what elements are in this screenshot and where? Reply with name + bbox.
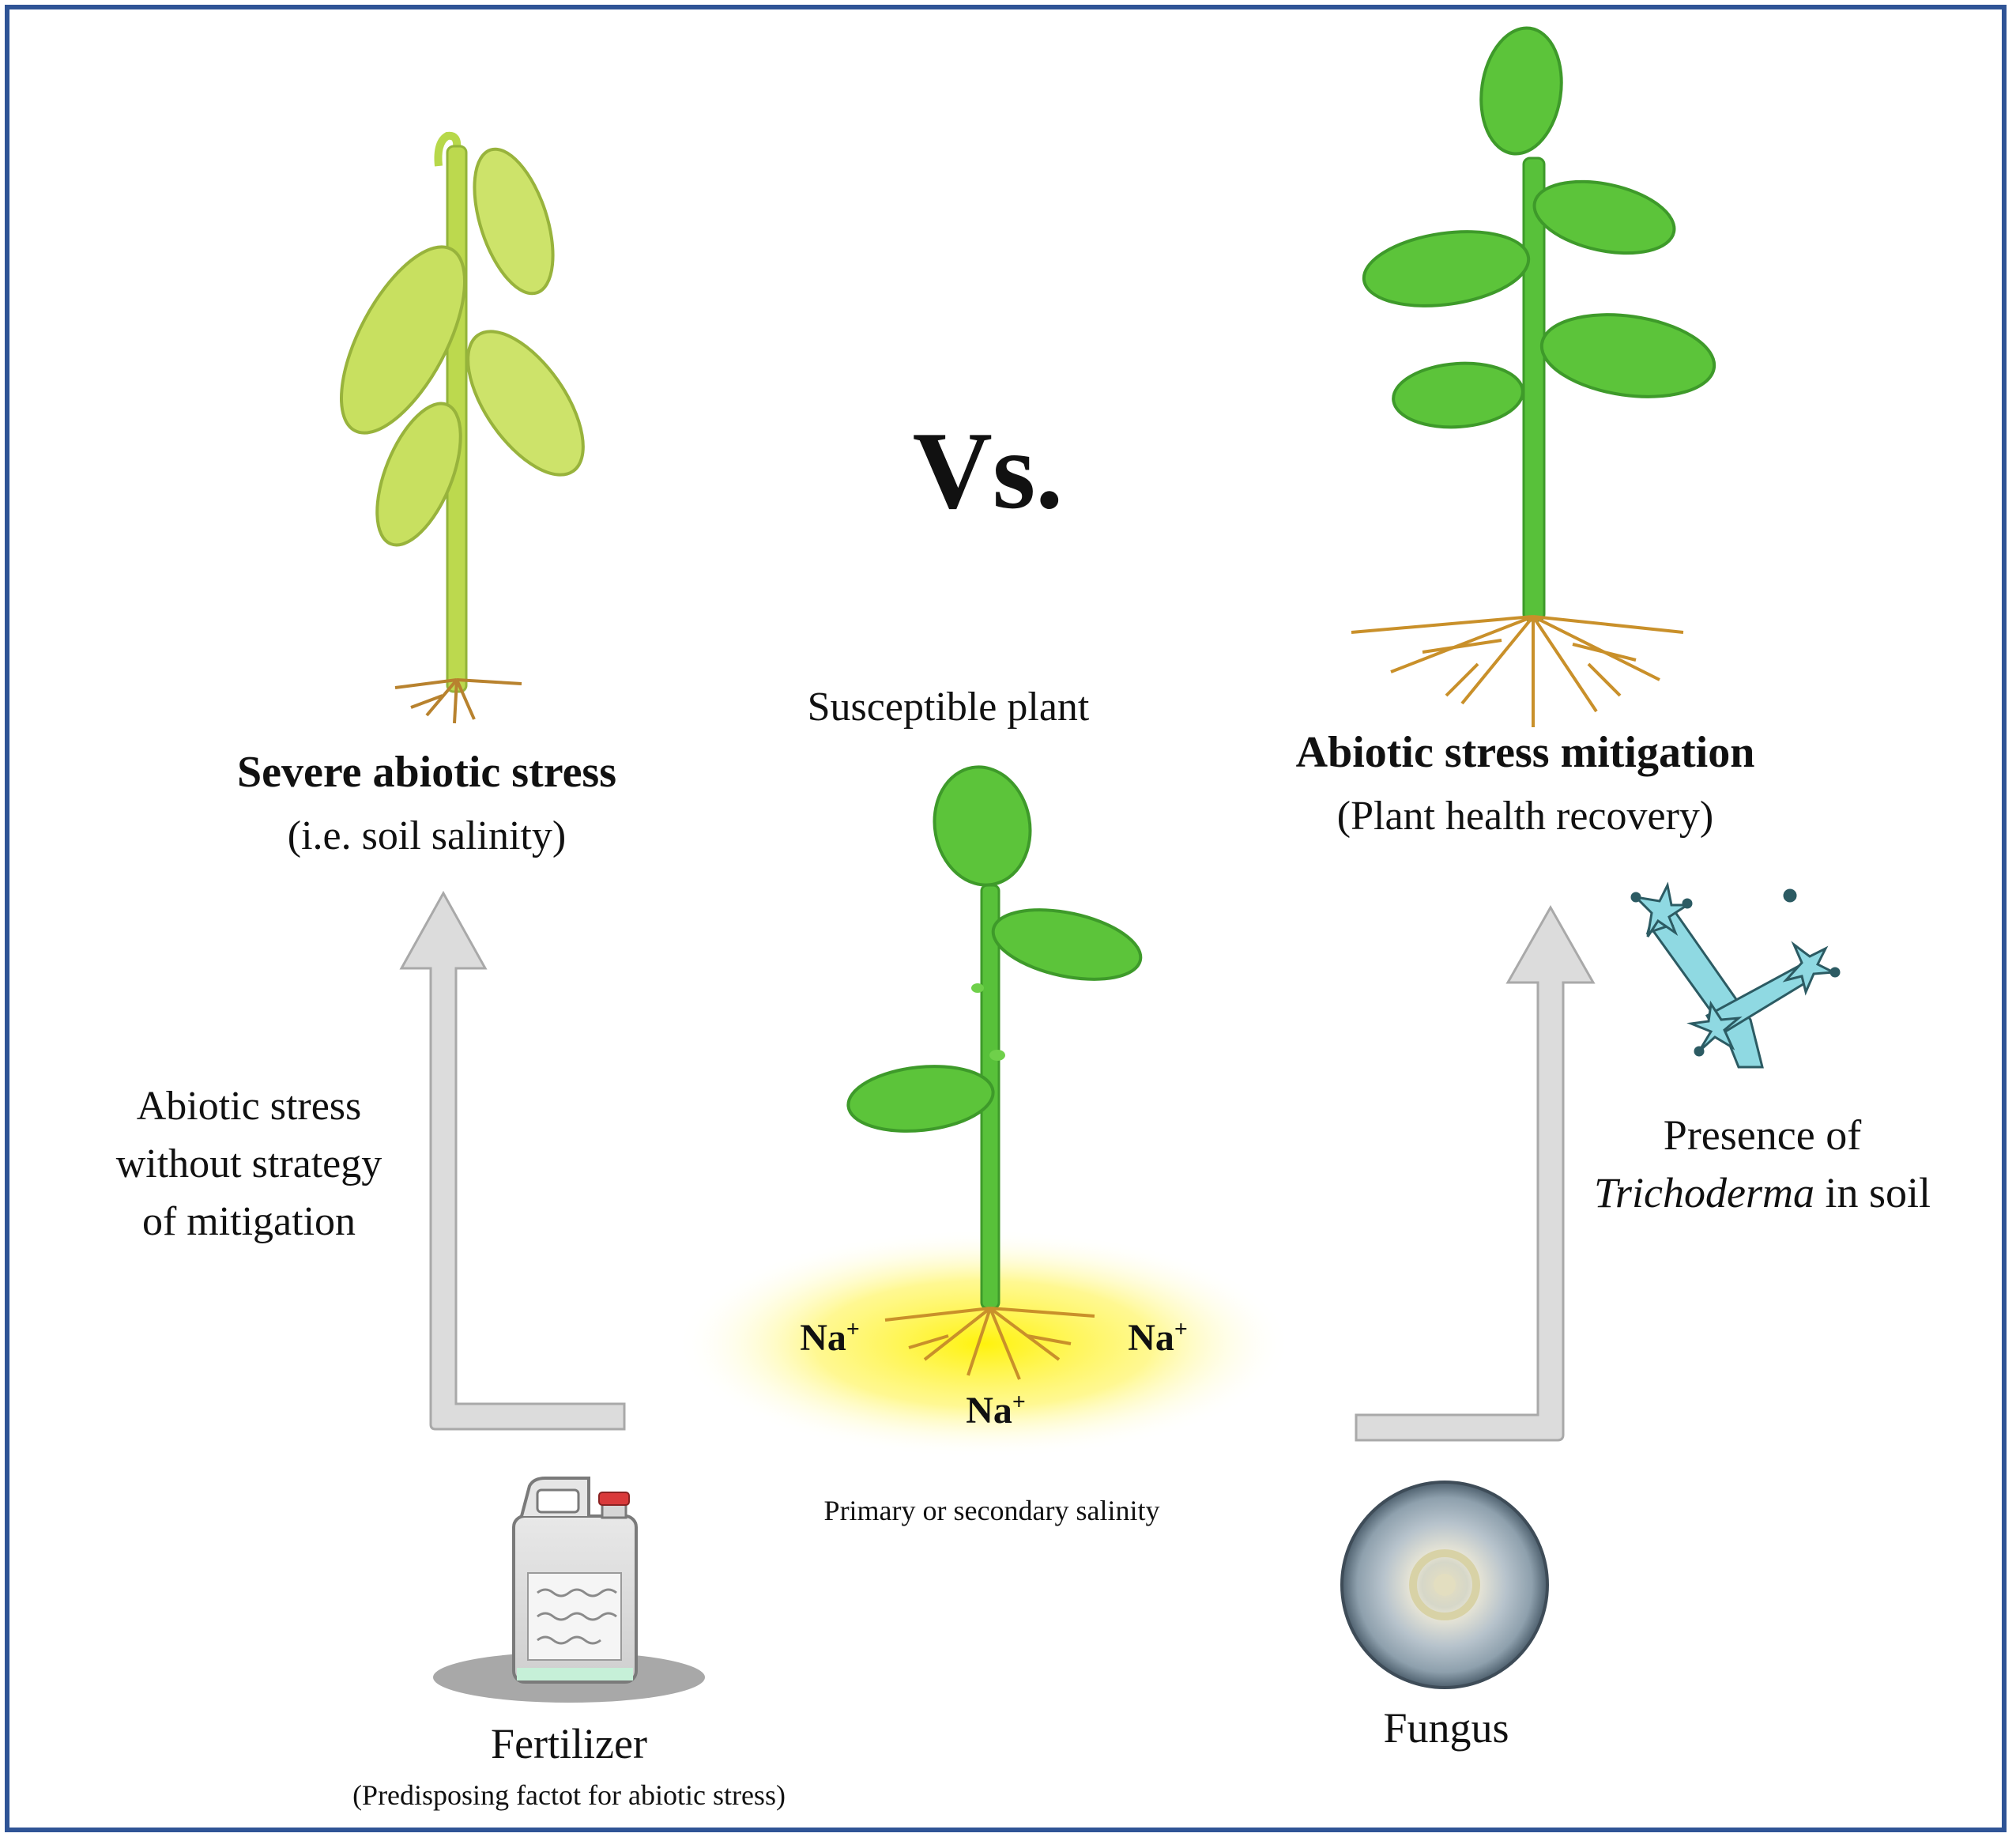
left-path-line-2: without strategy [115, 1141, 382, 1186]
susceptible-plant-icon [846, 765, 1143, 1380]
fungus-label: Fungus [1383, 1704, 1509, 1752]
right-arrow [1355, 904, 1596, 1442]
salinity-label: Primary or secondary salinity [823, 1495, 1160, 1526]
left-outcome-title: Severe abiotic stress [236, 748, 617, 797]
vs-label: Vs. [912, 409, 1064, 532]
sodium-ion-left: Na+ [800, 1316, 860, 1359]
left-path-line-1: Abiotic stress [136, 1084, 362, 1129]
stressed-plant-icon [340, 131, 585, 724]
right-path-line-1: Presence of [1663, 1111, 1862, 1159]
salinity-glow [676, 1229, 1292, 1458]
right-path-line-2: Trichoderma in soil [1593, 1169, 1931, 1216]
trichoderma-name: Trichoderma [1593, 1169, 1814, 1216]
fertilizer-label: Fertilizer [491, 1720, 647, 1767]
healthy-plant-icon [1351, 26, 1716, 727]
left-arrow [399, 890, 626, 1431]
left-path-line-3: of mitigation [141, 1199, 356, 1244]
trichoderma-icon [1630, 881, 1841, 1069]
sodium-ion-bottom: Na+ [966, 1389, 1026, 1432]
fertilizer-note: (Predisposing factot for abiotic stress) [352, 1779, 786, 1811]
left-outcome-subtitle: (i.e. soil salinity) [287, 813, 567, 858]
fertilizer-jug-icon [433, 1477, 705, 1703]
figure-frame [5, 5, 2007, 1832]
susceptible-plant-label: Susceptible plant [807, 685, 1090, 730]
fungus-petri-dish-icon [1340, 1481, 1549, 1689]
right-outcome-subtitle: (Plant health recovery) [1336, 794, 1714, 839]
sodium-ion-right: Na+ [1128, 1316, 1188, 1359]
right-outcome-title: Abiotic stress mitigation [1295, 728, 1755, 777]
